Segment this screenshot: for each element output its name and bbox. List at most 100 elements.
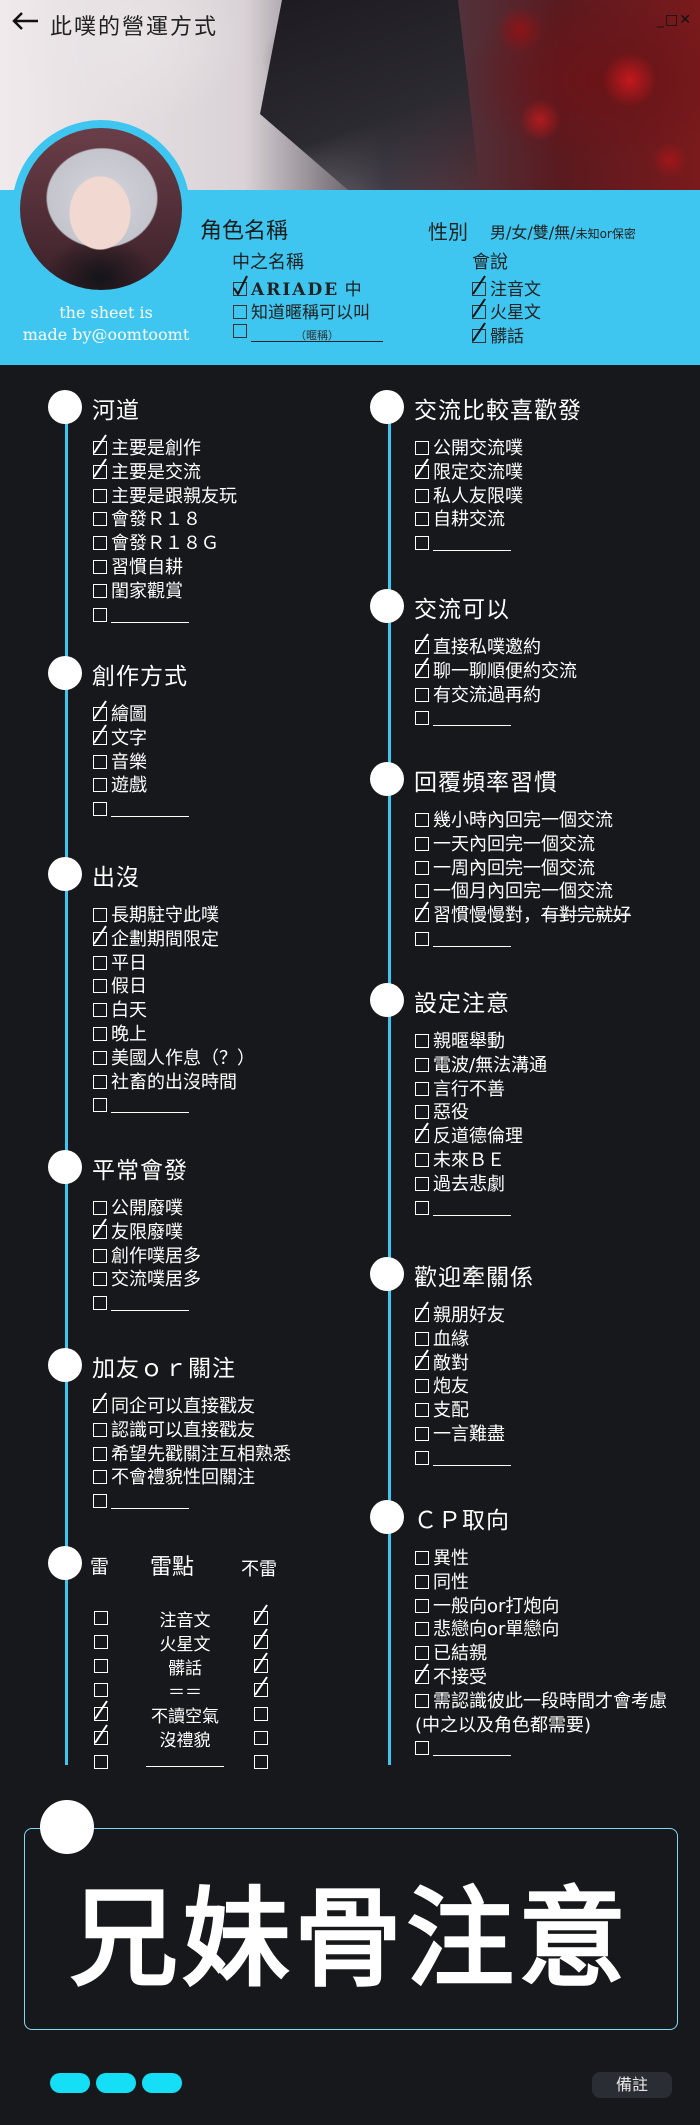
checklist-item[interactable]: 言行不善	[415, 1078, 505, 1102]
checkbox[interactable]	[415, 1551, 429, 1565]
checklist-item[interactable]: 長期駐守此噗	[93, 904, 219, 928]
checkbox[interactable]	[93, 583, 107, 598]
checkbox[interactable]	[93, 700, 107, 721]
checklist-item[interactable]: 白天	[93, 999, 147, 1023]
checkbox[interactable]	[415, 633, 429, 654]
checkbox[interactable]	[415, 1105, 429, 1120]
checkbox[interactable]	[93, 458, 107, 479]
lei-checkbox[interactable]	[94, 1700, 108, 1721]
checkbox[interactable]	[415, 1663, 429, 1684]
checklist-item[interactable]: 不會禮貌性回關注	[93, 1466, 255, 1490]
checklist-item[interactable]: 希望先戳關注互相熟悉	[93, 1443, 291, 1467]
checkbox[interactable]	[93, 488, 107, 503]
checkbox[interactable]	[93, 1074, 107, 1089]
checklist-item[interactable]: 私人友限噗	[415, 485, 523, 509]
checkbox[interactable]	[93, 1003, 107, 1018]
checklist-item[interactable]: 異性	[415, 1547, 469, 1571]
checkbox[interactable]	[415, 1153, 429, 1167]
checklist-item[interactable]: 炮友	[415, 1375, 469, 1399]
checkbox[interactable]	[415, 860, 429, 875]
checkbox[interactable]	[415, 1646, 429, 1661]
checklist-item[interactable]	[415, 707, 511, 731]
checkbox[interactable]	[93, 536, 107, 551]
checkbox[interactable]	[415, 813, 429, 827]
blank-line[interactable]	[433, 1201, 511, 1216]
blank-line[interactable]	[146, 1752, 224, 1767]
bulei-checkbox[interactable]	[254, 1755, 268, 1769]
checkbox[interactable]	[415, 488, 429, 503]
checkbox[interactable]	[415, 1403, 429, 1418]
checkbox[interactable]	[415, 687, 429, 702]
checkbox[interactable]	[415, 1200, 429, 1215]
checklist-item[interactable]: 同性	[415, 1571, 469, 1595]
checklist-item[interactable]: 文字	[93, 724, 147, 751]
checklist-item[interactable]: 平日	[93, 952, 147, 976]
checkbox[interactable]	[415, 1622, 429, 1637]
zhongzhi-item-nickname[interactable]: 知道暱稱可以叫	[233, 298, 370, 323]
checkbox[interactable]	[415, 536, 429, 551]
checklist-item[interactable]	[93, 604, 189, 628]
checklist-item[interactable]	[415, 1737, 511, 1761]
checklist-item[interactable]: 認識可以直接戳友	[93, 1419, 255, 1443]
checklist-item[interactable]: 主要是交流	[93, 458, 201, 485]
checklist-item[interactable]: 反道德倫理	[415, 1122, 523, 1149]
checkbox[interactable]	[93, 1248, 107, 1263]
window-controls[interactable]: _□✕	[657, 12, 692, 28]
checklist-item[interactable]	[415, 1197, 511, 1221]
checkbox[interactable]	[415, 1741, 429, 1756]
checklist-item[interactable]: 公開交流噗	[415, 437, 523, 461]
checkbox[interactable]	[93, 778, 107, 793]
checkbox[interactable]	[415, 711, 429, 726]
checklist-item[interactable]: 假日	[93, 975, 147, 999]
checklist-item[interactable]: 習慣自耕	[93, 556, 183, 580]
checkbox[interactable]	[93, 1296, 107, 1311]
checkbox[interactable]	[415, 1574, 429, 1589]
bulei-checkbox[interactable]	[254, 1628, 268, 1649]
checklist-item[interactable]: 晚上	[93, 1023, 147, 1047]
checklist-item[interactable]: 幾小時內回完一個交流	[415, 809, 613, 833]
checklist-item[interactable]: 社畜的出沒時間	[93, 1071, 237, 1095]
checklist-item[interactable]: 未來ＢＥ	[415, 1149, 505, 1173]
checklist-item[interactable]: 閨家觀賞	[93, 580, 183, 604]
checklist-item[interactable]	[415, 928, 511, 952]
checkbox[interactable]	[93, 754, 107, 769]
checkbox[interactable]	[93, 955, 107, 970]
checkbox[interactable]	[472, 298, 486, 319]
checkbox[interactable]	[415, 901, 429, 923]
checkbox[interactable]	[415, 932, 429, 946]
checkbox[interactable]	[93, 1027, 107, 1041]
blank-line[interactable]	[433, 1451, 511, 1466]
checklist-item[interactable]: 過去悲劇	[415, 1173, 505, 1197]
checkbox[interactable]	[415, 1379, 429, 1394]
checklist-item[interactable]: 音樂	[93, 751, 147, 775]
checklist-item[interactable]: 會發Ｒ１８Ｇ	[93, 532, 219, 556]
checkbox[interactable]	[415, 1176, 429, 1191]
checkbox[interactable]	[415, 1122, 429, 1144]
checkbox[interactable]	[93, 434, 107, 455]
bulei-checkbox[interactable]	[254, 1652, 268, 1673]
checklist-item[interactable]: 主要是創作	[93, 434, 201, 461]
checkbox[interactable]	[93, 925, 107, 946]
checkbox[interactable]	[415, 1693, 429, 1708]
lei-checkbox[interactable]	[94, 1659, 108, 1673]
checkbox[interactable]	[93, 1098, 107, 1113]
checklist-item[interactable]: 有交流過再約	[415, 684, 541, 708]
checkbox[interactable]	[233, 275, 248, 296]
checkbox[interactable]	[93, 512, 107, 527]
checkbox[interactable]	[93, 802, 107, 817]
checkbox[interactable]	[93, 1201, 107, 1215]
checklist-item[interactable]: 一個月內回完一個交流	[415, 880, 613, 904]
checkbox[interactable]	[415, 1331, 429, 1346]
blank-line[interactable]	[111, 1494, 189, 1510]
checklist-item[interactable]: 親暱舉動	[415, 1030, 505, 1054]
bulei-checkbox[interactable]	[254, 1604, 268, 1625]
checkbox[interactable]	[415, 657, 429, 678]
checklist-item[interactable]	[93, 1490, 189, 1514]
lei-checkbox[interactable]	[94, 1755, 108, 1769]
remark-tab[interactable]: 備註	[592, 2072, 672, 2098]
zhongzhi-item-name[interactable]: ARIADE 中	[233, 275, 362, 300]
checkbox[interactable]	[415, 512, 429, 527]
blank-line[interactable]	[433, 536, 511, 552]
bulei-checkbox[interactable]	[254, 1676, 268, 1697]
checkbox[interactable]	[415, 884, 429, 899]
